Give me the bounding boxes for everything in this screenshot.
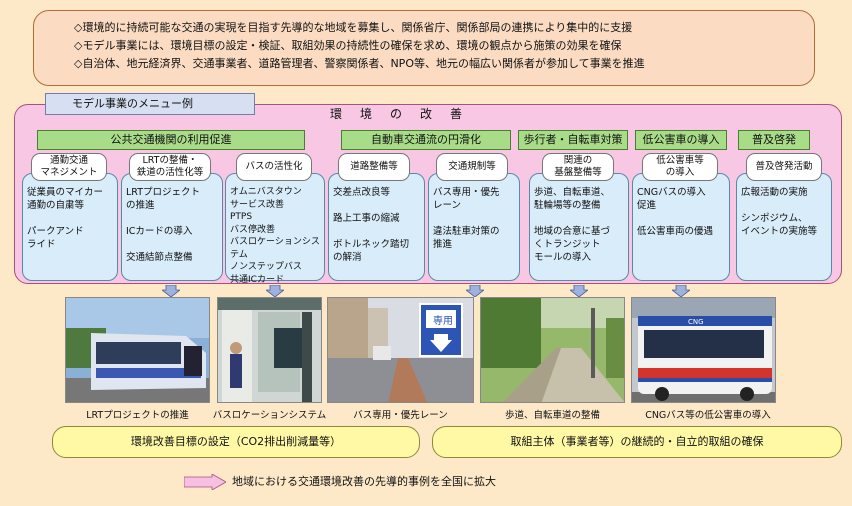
continuity-box: 取組主体（事業者等）の継続的・自立的取組の確保 xyxy=(432,426,842,458)
menu-tab: モデル事業のメニュー例 xyxy=(45,93,255,115)
bus-lane-photo: 専 用 xyxy=(327,297,474,403)
subheader-bus: バスの活性化 xyxy=(236,153,312,181)
card-text: 交差点改良等 路上工事の縮減 ボトルネック踏切 の解消 xyxy=(333,187,410,263)
arrow-down-icon xyxy=(672,285,690,297)
arrow-down-icon xyxy=(466,285,484,297)
card-bus: オムニバスタウン サービス改善 PTPS バス停改善 バスロケーションシステム … xyxy=(225,173,325,285)
sidewalk-photo xyxy=(480,297,625,403)
subheader-lrt: LRTの整備・ 鉄道の活性化等 xyxy=(129,153,211,181)
arrow-down-icon xyxy=(162,285,180,297)
photo-caption: LRTプロジェクトの推進 xyxy=(86,410,189,421)
subheader-label: 交通規制等 xyxy=(448,161,496,172)
arrow-right-icon xyxy=(184,474,226,490)
card-low-emission: CNGバスの導入 促進 低公害車両の優遇 xyxy=(632,173,730,281)
subheader-low-emission: 低公害車等 の導入 xyxy=(642,153,718,181)
category-pedestrian: 歩行者・自転車対策 xyxy=(518,130,628,150)
subheader-label: LRTの整備・ 鉄道の活性化等 xyxy=(136,155,204,178)
card-text: 歩道、自転車道、 駐輪場等の整備 地域の合意に基づ くトランジット モールの導入 xyxy=(534,187,611,263)
sign-text: 専 xyxy=(433,315,443,327)
subheader-road: 道路整備等 xyxy=(338,153,410,181)
card-lrt: LRTプロジェクト の推進 ICカードの導入 交通結節点整備 xyxy=(121,173,223,281)
card-text: バス専用・優先 レーン 違法駐車対策の 推進 xyxy=(433,187,500,250)
photo-caption: バス専用・優先レーン xyxy=(353,410,448,421)
subheader-label: 道路整備等 xyxy=(350,161,398,172)
lrt-photo xyxy=(65,297,210,403)
subheader-label: 普及啓発活動 xyxy=(755,161,813,172)
subheader-awareness: 普及啓発活動 xyxy=(746,153,822,181)
objective-line: ◇モデル事業には、環境目標の設定・検証、取組効果の持続性の確保を求め、環境の観点… xyxy=(74,39,622,52)
card-infrastructure: 歩道、自転車道、 駐輪場等の整備 地域の合意に基づ くトランジット モールの導入 xyxy=(529,173,629,281)
card-text: LRTプロジェクト の推進 ICカードの導入 交通結節点整備 xyxy=(126,187,201,263)
subheader-label: 低公害車等 の導入 xyxy=(656,155,704,178)
card-text: CNGバスの導入 促進 低公害車両の優遇 xyxy=(637,187,714,237)
card-regulation: バス専用・優先 レーン 違法駐車対策の 推進 xyxy=(428,173,520,281)
subheader-regulation: 交通規制等 xyxy=(436,153,508,181)
card-awareness: 広報活動の実施 シンポジウム、 イベントの実施等 xyxy=(736,173,832,281)
nationwide-expansion-text: 地域における交通環境改善の先導的事例を全国に拡大 xyxy=(232,475,496,488)
objective-line: ◇自治体、地元経済界、交通事業者、道路管理者、警察関係者、NPO等、地元の幅広い… xyxy=(74,57,645,70)
category-low-emission: 低公害車の導入 xyxy=(635,130,727,150)
cng-bus-photo: CNG xyxy=(631,297,776,403)
bus-sign-text: CNG xyxy=(688,318,704,326)
arrow-down-icon xyxy=(570,285,588,297)
subheader-label: バスの活性化 xyxy=(245,161,303,172)
objectives-box: ◇環境的に持続可能な交通の実現を目指す先導的な地域を募集し、関係省庁、関係部局の… xyxy=(33,10,815,86)
bus-location-photo xyxy=(217,297,322,403)
subheader-label: 通勤交通 マネジメント xyxy=(40,155,98,178)
improvement-label: 環境の改善 xyxy=(330,107,481,121)
arrow-down-icon xyxy=(266,285,284,297)
subheader-infrastructure: 関連の 基盤整備等 xyxy=(542,153,614,181)
photo-caption: バスロケーションシステム xyxy=(212,410,327,421)
category-traffic-flow: 自動車交通流の円滑化 xyxy=(341,130,511,150)
card-road: 交差点改良等 路上工事の縮減 ボトルネック踏切 の解消 xyxy=(328,173,425,281)
sign-text: 用 xyxy=(443,316,453,327)
photo-caption: 歩道、自転車道の整備 xyxy=(504,410,600,421)
card-commute: 従業員のマイカー 通勤の自粛等 パークアンド ライド xyxy=(22,173,118,281)
objective-line: ◇環境的に持続可能な交通の実現を目指す先導的な地域を募集し、関係省庁、関係部局の… xyxy=(74,21,633,34)
category-public-transport: 公共交通機関の利用促進 xyxy=(37,130,305,150)
category-awareness: 普及啓発 xyxy=(738,130,810,150)
card-text: 従業員のマイカー 通勤の自粛等 パークアンド ライド xyxy=(27,187,104,250)
card-text: オムニバスタウン サービス改善 PTPS バス停改善 バスロケーションシステム … xyxy=(230,187,320,285)
subheader-commute: 通勤交通 マネジメント xyxy=(31,153,107,181)
target-setting-box: 環境改善目標の設定（CO2排出削減量等） xyxy=(52,426,420,458)
photo-caption: CNGバス等の低公害車の導入 xyxy=(645,410,771,421)
card-text: 広報活動の実施 シンポジウム、 イベントの実施等 xyxy=(741,187,818,237)
subheader-label: 関連の 基盤整備等 xyxy=(554,155,602,178)
